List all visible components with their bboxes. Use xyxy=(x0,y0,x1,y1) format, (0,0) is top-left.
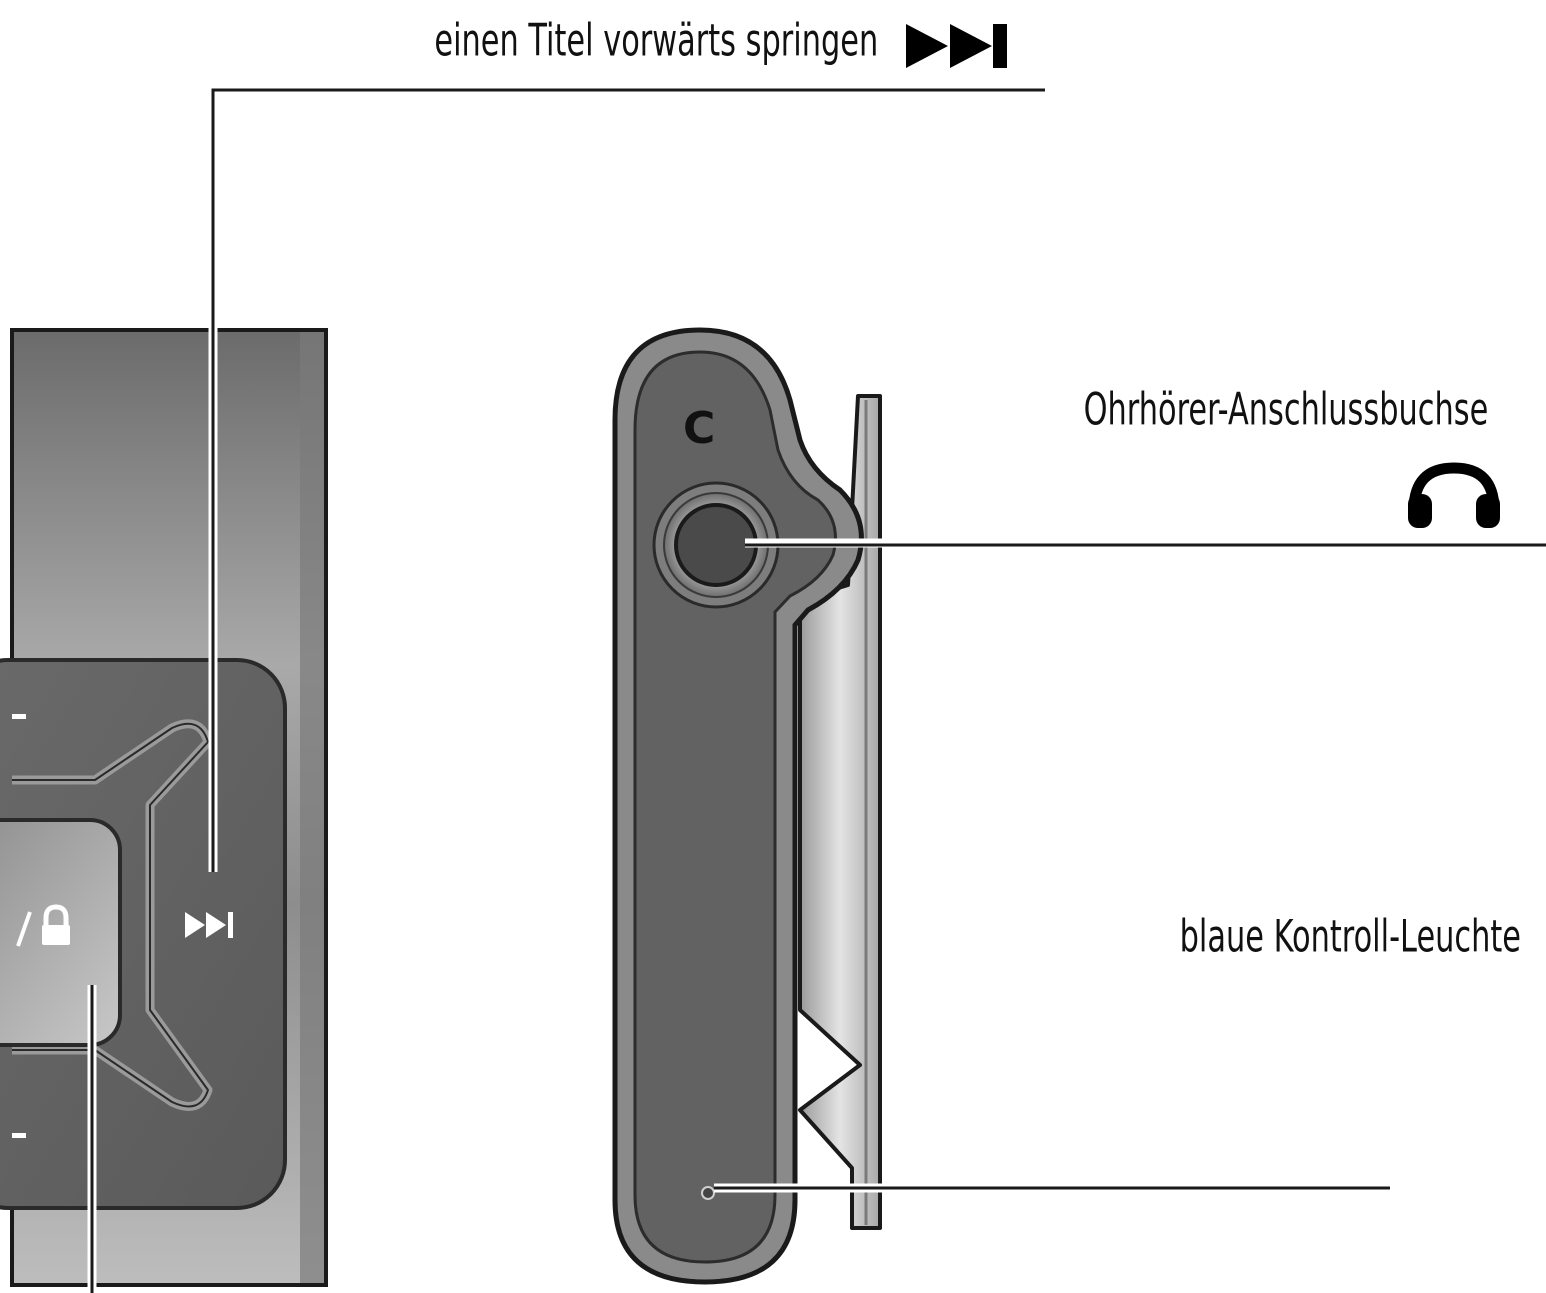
minus-mark-top xyxy=(12,714,26,719)
player-edge-shade xyxy=(300,332,324,1283)
skip-forward-button[interactable] xyxy=(185,912,233,938)
slash-mark xyxy=(16,911,32,947)
skip-forward-leader xyxy=(208,88,1045,872)
lock-icon xyxy=(42,904,70,945)
player-front-view xyxy=(0,328,328,1287)
status-led-label: blaue Kontroll-Leuchte xyxy=(1180,911,1521,964)
headphone-jack-leader xyxy=(745,538,1546,548)
skip-forward-icon xyxy=(185,912,233,938)
player-side-view: C xyxy=(612,327,882,1285)
c-mark-icon: C xyxy=(683,403,715,454)
headphone-jack-callout: Ohrhörer-Anschlussbuchse xyxy=(1084,383,1500,528)
minus-mark-bottom xyxy=(12,1133,26,1138)
status-led xyxy=(701,1186,715,1200)
skip-forward-callout: einen Titel vorwärts springen xyxy=(434,14,1007,68)
skip-forward-label-icon xyxy=(906,24,1007,68)
headphone-jack-label: Ohrhörer-Anschlussbuchse xyxy=(1084,383,1489,436)
dpad-ridge-outline xyxy=(12,722,209,1108)
headphones-icon xyxy=(1408,462,1500,528)
skip-forward-label: einen Titel vorwärts springen xyxy=(434,14,878,67)
